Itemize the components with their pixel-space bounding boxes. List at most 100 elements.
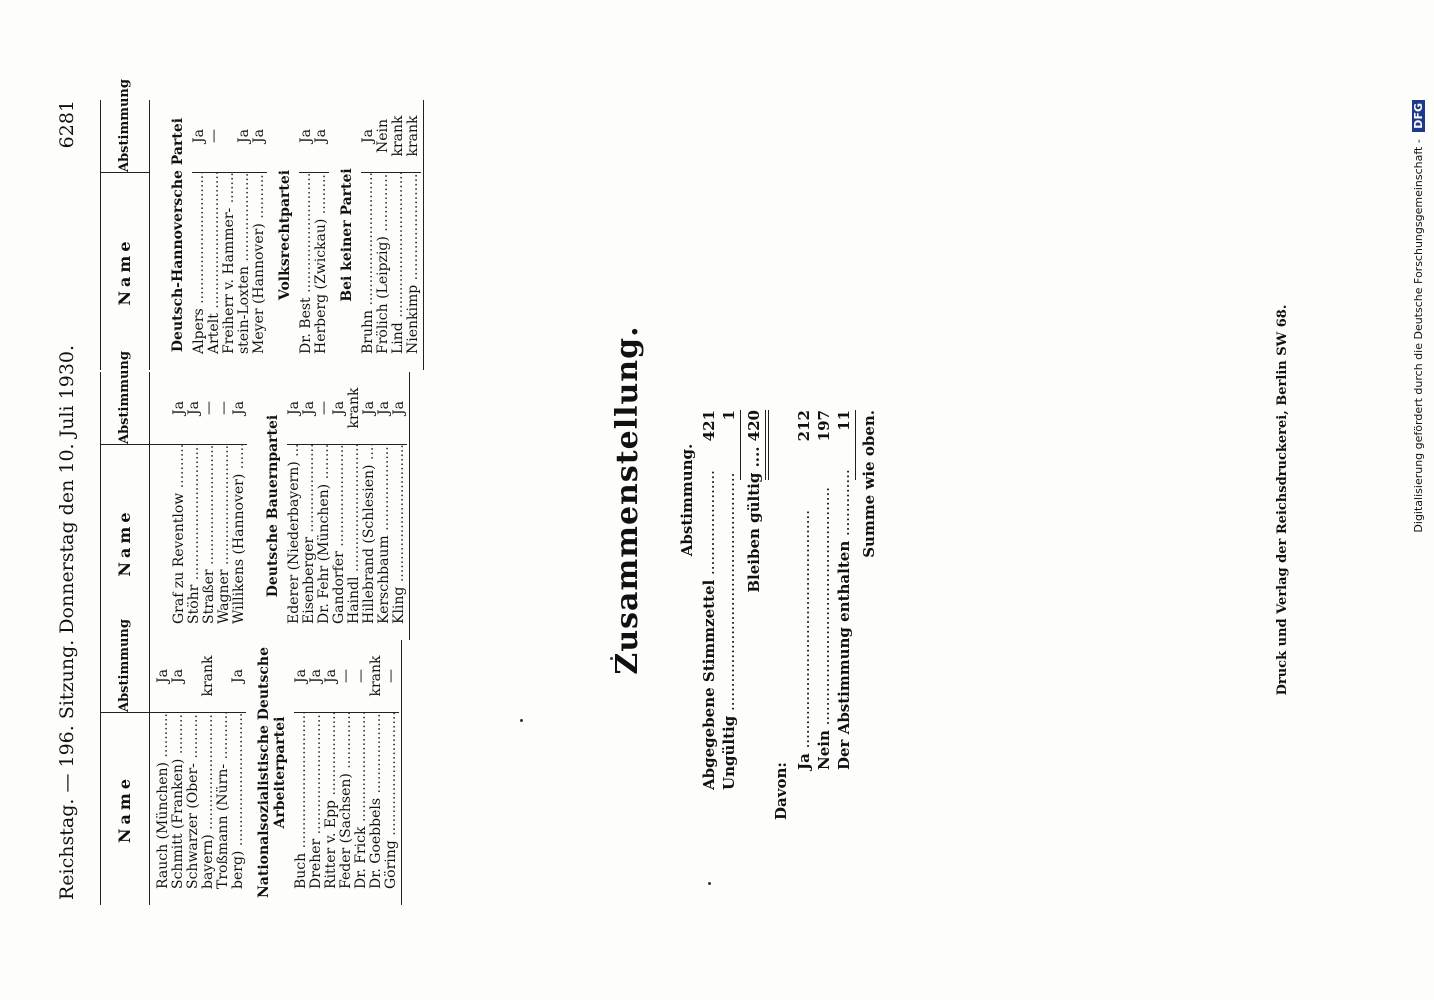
table-row: bayern) krank	[200, 640, 216, 905]
row-name: Frölich (Leipzig)	[376, 172, 391, 370]
davon-label: Davon:	[772, 762, 790, 820]
vote-column-1: Name Abstimmung Rauch (München)Ja Schmit…	[100, 619, 490, 905]
row-name: Dreher	[309, 712, 324, 905]
row-vote: Ja	[230, 669, 246, 683]
summary-label: Der Abstimmung enthalten	[835, 470, 853, 790]
summary-row: Ungültig 1	[720, 410, 738, 790]
table-row: Ederer (Niederbayern) Ja	[286, 372, 302, 640]
row-name: Feder (Sachsen)	[339, 712, 354, 905]
page-number: 6281	[56, 100, 78, 149]
row-vote: Ja	[331, 401, 347, 415]
row-name: Artelt	[207, 172, 222, 370]
row-name: stein-Loxten	[237, 172, 252, 370]
row-vote: —	[316, 401, 332, 415]
row-name: Haindl	[347, 444, 362, 640]
row-name: Straßer	[202, 444, 217, 640]
scan-speck	[520, 719, 523, 722]
digitization-text: Digitalisierung gefördert durch die Deut…	[1412, 139, 1425, 533]
summary-label: Ungültig	[720, 470, 738, 790]
summary-title: Zusammenstellung.	[610, 325, 645, 675]
summary-value: 1	[720, 410, 738, 421]
summary-label: Bleiben gültig	[745, 472, 763, 593]
header-name: Name	[115, 237, 134, 306]
table-row: Wagner—	[216, 372, 232, 640]
row-vote: Ja	[298, 129, 314, 143]
row-name: Willikens (Hannover)	[232, 444, 247, 640]
table-row: Freiherr v. Hammer-	[222, 100, 237, 370]
row-vote: Ja	[186, 401, 202, 415]
table-row: BuchJa	[293, 640, 309, 905]
row-name: Dr. Best	[299, 172, 314, 370]
row-vote: Ja	[155, 669, 171, 683]
table-row: berg)Ja	[230, 640, 246, 905]
row-vote: —	[201, 401, 217, 415]
table-row: Dr. Best Ja	[298, 100, 314, 370]
printer-footer: Druck und Verlag der Reichsdruckerei, Be…	[1275, 304, 1290, 696]
table-bottom-rule	[409, 372, 410, 640]
summe-label: Summe wie oben.	[860, 410, 878, 558]
table-row: Meyer (Hannover)Ja	[251, 100, 267, 370]
row-vote: Ja	[391, 401, 407, 415]
rows-group: Rauch (München)Ja Schmitt (Franken)Ja Sc…	[150, 640, 246, 905]
table-row: Willikens (Hannover)Ja	[231, 372, 247, 640]
row-name: Schmitt (Franken)	[171, 712, 186, 905]
row-name: Herberg (Zwickau)	[314, 172, 329, 370]
table-row: Nienkimpkrank	[405, 100, 421, 370]
summary-value: 420	[745, 410, 763, 442]
row-name: Kling	[392, 444, 407, 640]
row-vote: Ja	[376, 401, 392, 415]
double-rule-bottom	[768, 410, 769, 480]
summary-label: Abgegebene Stimmzettel	[700, 470, 718, 790]
row-name: Rauch (München)	[156, 712, 171, 905]
rows-group: Dr. Best Ja Herberg (Zwickau)Ja	[298, 100, 329, 370]
summary-value: 197	[815, 410, 833, 442]
header-name: Name	[115, 774, 134, 844]
row-vote: krank	[390, 115, 406, 157]
table-row: Schwarzer (Ober-	[186, 640, 201, 905]
row-vote: —	[216, 401, 232, 415]
row-name: Nienkimp	[406, 172, 421, 370]
row-vote	[222, 100, 237, 172]
row-vote: Nein	[375, 118, 391, 154]
rows-group: AlpersJa Artelt— Freiherr v. Hammer- ste…	[191, 100, 267, 370]
row-name: Lind	[391, 172, 406, 370]
table-row: Feder (Sachsen) —	[338, 640, 354, 905]
scan-speck	[610, 657, 613, 660]
row-name: Eisenberger	[302, 444, 317, 640]
table-row: Herberg (Zwickau)Ja	[313, 100, 329, 370]
rows-group: Ederer (Niederbayern) Ja Eisenberger Ja Dr…	[286, 372, 407, 640]
row-name: Hillebrand (Schlesien)	[362, 444, 377, 640]
row-name: Freiherr v. Hammer-	[222, 172, 237, 370]
vote-column-3: Name Abstimmung Deutsch-Hannoversche Par…	[100, 79, 490, 370]
running-header: Reichstag. — 196. Sitzung. Donnerstag de…	[56, 344, 78, 900]
scan-speck	[708, 882, 711, 885]
row-name: Dr. Fehr (München)	[317, 444, 332, 640]
table-row: Dr. Goebbelskrank	[368, 640, 384, 905]
row-vote: —	[338, 669, 354, 683]
table-row: BruhnJa	[360, 100, 376, 370]
table-row: KerschbaumJa	[376, 372, 392, 640]
row-vote: Ja	[301, 401, 317, 415]
row-name: Dr. Goebbels	[369, 712, 384, 905]
row-vote: Ja	[286, 401, 302, 415]
table-row: Kling Ja	[391, 372, 407, 640]
row-name: Ederer (Niederbayern)	[287, 444, 302, 640]
table-row: Ritter v. EppJa	[323, 640, 339, 905]
row-name: bayern)	[201, 712, 216, 905]
vote-table: Name Abstimmung Rauch (München)Ja Schmit…	[100, 619, 402, 905]
table-row: Lind krank	[390, 100, 406, 370]
party-heading: Volksrechtpartei	[277, 169, 293, 301]
sum-rule	[740, 410, 741, 480]
summary-value: 11	[835, 410, 853, 431]
row-vote: Ja	[171, 401, 187, 415]
table-row: Schmitt (Franken)Ja	[170, 640, 186, 905]
row-name: Gandorfer	[332, 444, 347, 640]
row-vote: Ja	[361, 401, 377, 415]
header-vote: Abstimmung	[101, 79, 149, 173]
row-vote: krank	[200, 655, 216, 697]
row-vote	[216, 640, 231, 712]
summary-label: Ja	[795, 470, 813, 790]
row-vote: Ja	[251, 129, 267, 143]
